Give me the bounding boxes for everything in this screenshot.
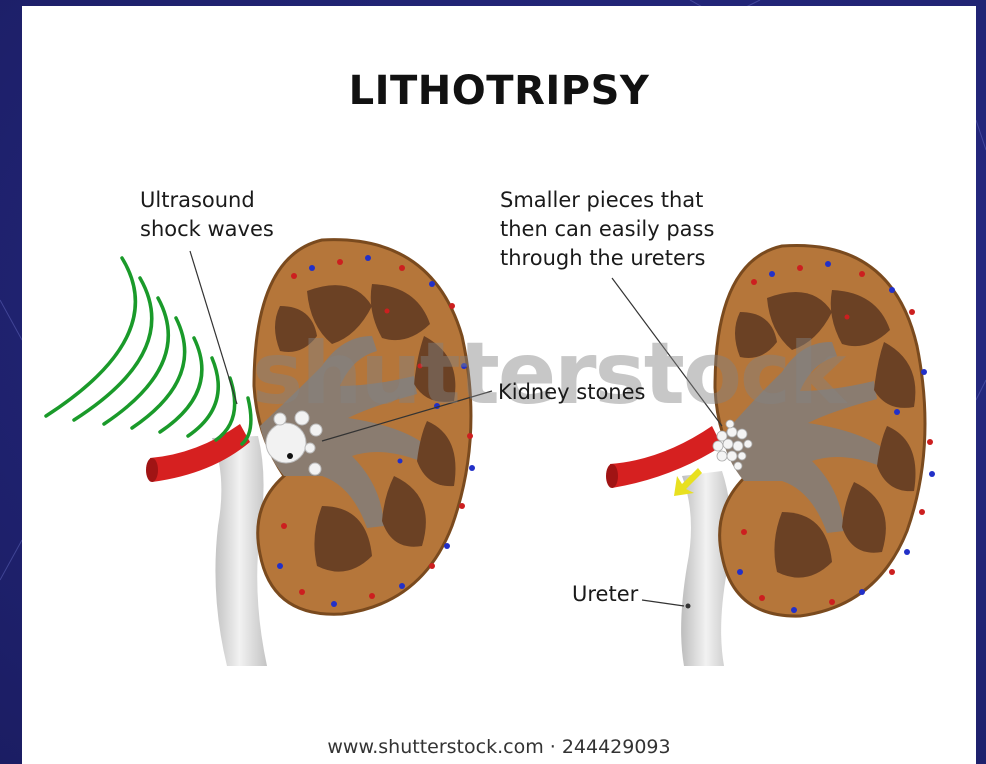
left-kidney <box>146 240 475 666</box>
footer-credit: www.shutterstock.com · 244429093 <box>22 736 976 758</box>
watermark: shutterstock <box>252 324 844 424</box>
label-smaller-pieces: Smaller pieces that then can easily pass… <box>500 186 714 273</box>
label-ureter: Ureter <box>572 580 638 609</box>
label-kidney-stones: Kidney stones <box>498 378 645 407</box>
slide-card: LITHOTRIPSY <box>22 6 976 764</box>
right-ureter <box>681 471 731 666</box>
label-shock-waves: Ultrasound shock waves <box>140 186 274 244</box>
right-kidney <box>606 245 935 666</box>
